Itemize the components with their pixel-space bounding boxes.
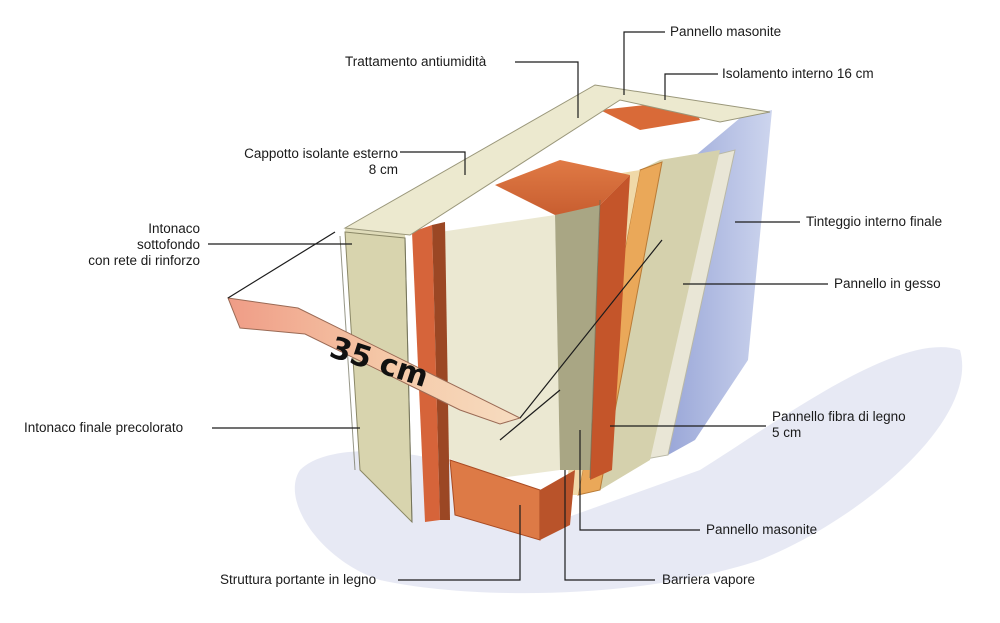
- label-struttura-portante: Struttura portante in legno: [220, 572, 377, 587]
- label-fibra-line2: 5 cm: [772, 425, 802, 440]
- leader-masonite-bottom: [579, 430, 700, 531]
- label-barriera-vapore: Barriera vapore: [662, 572, 756, 587]
- label-intonaco-sottofondo: Intonaco sottofondo con rete di rinforzo: [40, 221, 200, 269]
- leader-cappotto: [400, 151, 466, 175]
- wood-beam-bottom-side: [540, 470, 575, 540]
- label-intonaco-line3: con rete di rinforzo: [88, 253, 200, 268]
- arrow-guide-right: [519, 239, 663, 419]
- ground-shadow: [294, 347, 963, 594]
- wood-beam-top-face: [495, 160, 630, 215]
- leader-masonite-top: [623, 31, 665, 95]
- wood-beam-front: [590, 175, 630, 480]
- label-cappotto-line1: Cappotto isolante esterno: [244, 146, 398, 161]
- label-intonaco-line2: sottofondo: [136, 237, 200, 252]
- block-edge: [589, 199, 601, 479]
- label-fibra-line1: Pannello fibra di legno: [772, 409, 906, 424]
- label-pannello-masonite-bottom: Pannello masonite: [706, 522, 818, 537]
- arrow-guide-left: [227, 231, 336, 299]
- label-isolamento-interno: Isolamento interno 16 cm: [722, 66, 874, 81]
- interior-insulation-side: [555, 200, 600, 470]
- leader-trattamento: [515, 61, 579, 118]
- wall-top-surface: [343, 84, 771, 236]
- label-trattamento-antiumidita: Trattamento antiumidità: [345, 54, 487, 69]
- label-cappotto-isolante: Cappotto isolante esterno 8 cm: [212, 146, 398, 178]
- leader-isolamento: [664, 73, 718, 100]
- label-pannello-masonite-top: Pannello masonite: [670, 24, 782, 39]
- leader-struttura: [398, 505, 521, 581]
- label-pannello-gesso: Pannello in gesso: [834, 276, 941, 291]
- leader-barriera: [564, 470, 655, 581]
- label-pannello-fibra: Pannello fibra di legno 5 cm: [772, 409, 906, 441]
- interior-insulation-block: [440, 215, 560, 478]
- label-intonaco-finale: Intonaco finale precolorato: [24, 420, 184, 435]
- arrow-guide-inner: [499, 389, 561, 441]
- masonite-panel-edge: [432, 222, 450, 520]
- label-cappotto-line2: 8 cm: [368, 162, 398, 177]
- thickness-arrow: [227, 297, 522, 425]
- label-tinteggio-interno: Tinteggio interno finale: [806, 214, 943, 229]
- label-intonaco-line1: Intonaco: [148, 221, 200, 236]
